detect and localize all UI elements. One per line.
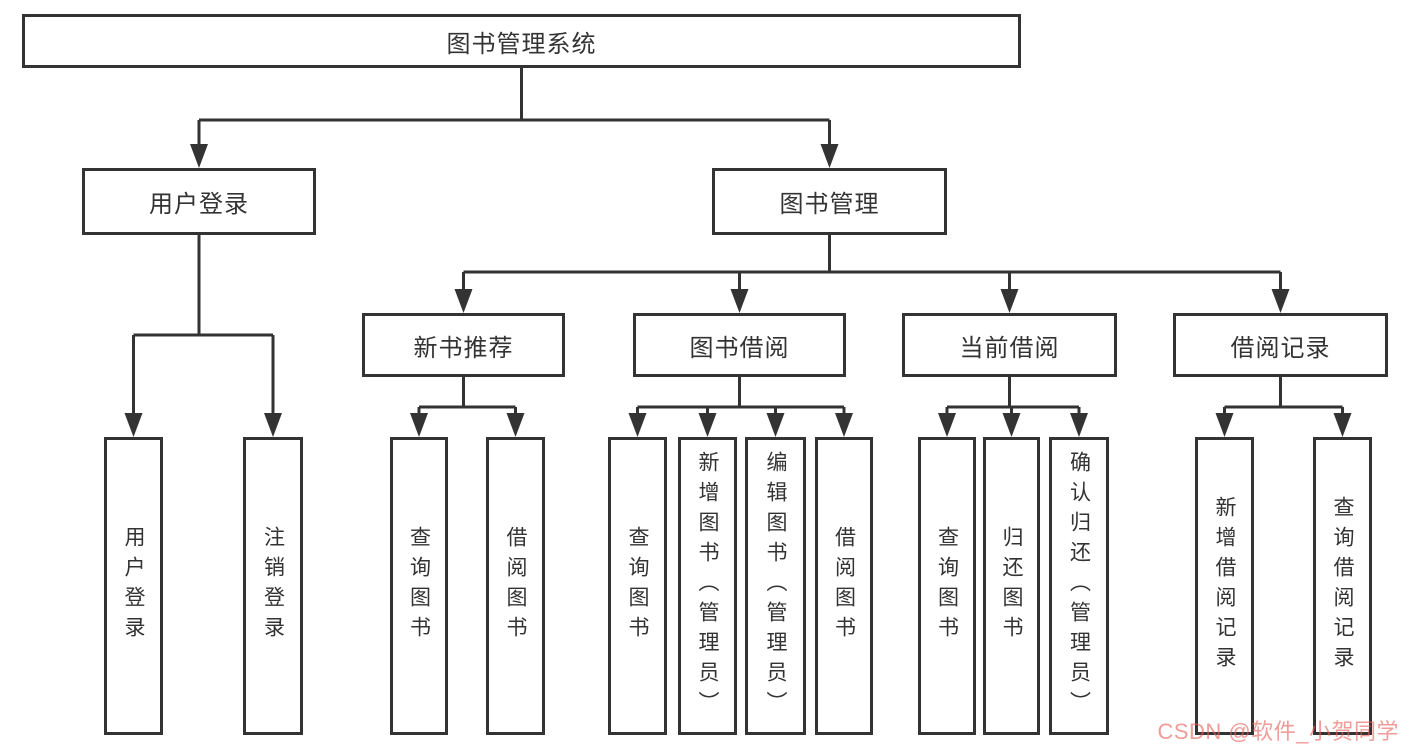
leaf-borrow-books-borrowing: 借阅图书 (815, 437, 873, 735)
node-borrowing-records-label: 借阅记录 (1230, 334, 1331, 362)
leaf-confirm-return-admin-label: 确认归还（管理员） (1067, 451, 1091, 721)
leaf-query-borrow-record-label: 查询借阅记录 (1331, 496, 1354, 676)
leaf-query-books-current-label: 查询图书 (935, 526, 959, 646)
leaf-confirm-return-admin: 确认归还（管理员） (1049, 437, 1109, 735)
node-book-management: 图书管理 (712, 168, 947, 235)
leaf-query-books-current: 查询图书 (918, 437, 976, 735)
node-borrowing-records: 借阅记录 (1173, 313, 1388, 377)
leaf-query-borrow-record: 查询借阅记录 (1313, 437, 1372, 735)
leaf-query-books-borrowing: 查询图书 (608, 437, 667, 735)
node-current-borrowing: 当前借阅 (902, 313, 1117, 377)
node-root-label: 图书管理系统 (446, 30, 597, 58)
leaf-edit-books-admin-label: 编辑图书（管理员） (764, 451, 787, 721)
node-book-management-label: 图书管理 (779, 191, 880, 218)
node-current-borrowing-label: 当前借阅 (959, 334, 1060, 362)
watermark: CSDN @软件_小贺同学 (1157, 719, 1399, 744)
leaf-query-books-recommend-label: 查询图书 (407, 526, 431, 646)
node-new-book-recommend-label: 新书推荐 (413, 334, 514, 362)
leaf-add-books-admin: 新增图书（管理员） (678, 437, 737, 735)
leaf-return-books: 归还图书 (983, 437, 1040, 735)
leaf-return-books-label: 归还图书 (1000, 526, 1023, 646)
node-book-borrowing: 图书借阅 (633, 313, 846, 377)
leaf-user-login: 用户登录 (104, 437, 163, 735)
leaf-edit-books-admin: 编辑图书（管理员） (745, 437, 806, 735)
leaf-logout-label: 注销登录 (261, 526, 285, 646)
leaf-borrow-books-recommend: 借阅图书 (486, 437, 545, 735)
leaf-add-borrow-record-label: 新增借阅记录 (1213, 496, 1236, 676)
leaf-query-books-borrowing-label: 查询图书 (626, 526, 649, 646)
node-user-login: 用户登录 (82, 168, 316, 235)
leaf-add-books-admin-label: 新增图书（管理员） (696, 451, 719, 721)
node-book-borrowing-label: 图书借阅 (689, 334, 790, 362)
leaf-borrow-books-borrowing-label: 借阅图书 (832, 526, 856, 646)
node-new-book-recommend: 新书推荐 (362, 313, 565, 377)
leaf-borrow-books-recommend-label: 借阅图书 (504, 526, 527, 646)
leaf-user-login-label: 用户登录 (122, 526, 145, 646)
node-user-login-label: 用户登录 (149, 191, 249, 218)
node-root-system: 图书管理系统 (22, 14, 1021, 68)
leaf-query-books-recommend: 查询图书 (390, 437, 448, 735)
leaf-add-borrow-record: 新增借阅记录 (1195, 437, 1254, 735)
leaf-logout: 注销登录 (243, 437, 303, 735)
